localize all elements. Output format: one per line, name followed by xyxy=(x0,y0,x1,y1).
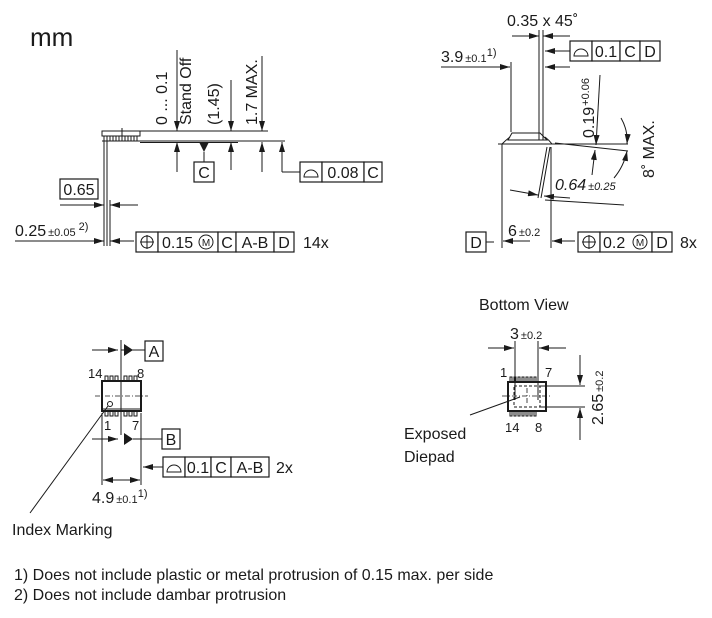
bottom-pins-upper xyxy=(509,376,537,382)
svg-text:7: 7 xyxy=(132,418,139,433)
footnotes: 1) Does not include plastic or metal pro… xyxy=(14,567,493,604)
lead-angle: 8˚ MAX. xyxy=(641,120,658,178)
svg-text:8x: 8x xyxy=(680,235,697,252)
side-body xyxy=(101,130,141,137)
svg-text:M: M xyxy=(202,238,210,249)
datum-b-box xyxy=(161,428,181,450)
svg-text:7: 7 xyxy=(545,365,552,380)
end-view: 0.35 x 45˚ 3.9±0.11) 0.1 C D 0.19+0 xyxy=(441,13,697,253)
svg-text:1: 1 xyxy=(104,418,111,433)
diepad-label: Diepad xyxy=(404,449,455,466)
svg-text:0.1: 0.1 xyxy=(595,44,617,61)
exposed-pad xyxy=(513,385,541,408)
svg-text:14: 14 xyxy=(505,420,519,435)
svg-text:C: C xyxy=(221,235,233,252)
svg-text:D: D xyxy=(656,235,668,252)
unit-label: mm xyxy=(30,22,73,52)
chamfer-dim: 0.35 x 45˚ xyxy=(507,13,578,30)
pitch-box xyxy=(59,178,99,200)
svg-text:14: 14 xyxy=(88,366,102,381)
end-position-frame: 0.2 M D 8x xyxy=(577,231,697,253)
svg-text:0.08: 0.08 xyxy=(327,165,358,182)
pad-height: 2.65±0.2 xyxy=(590,371,607,425)
body-height: (1.45) xyxy=(206,83,223,125)
svg-text:8: 8 xyxy=(137,366,144,381)
bottom-view-title: Bottom View xyxy=(479,297,569,314)
svg-text:A-B: A-B xyxy=(242,235,269,252)
bottom-view: Bottom View 3±0.2 1 7 14 8 2.65±0.2 Expo… xyxy=(404,297,607,466)
top-pins-lower xyxy=(104,411,138,417)
standoff-range: 0 ... 0.1 xyxy=(154,72,171,125)
body-width: 3.9±0.11) xyxy=(441,47,497,66)
note-1: 1) Does not include plastic or metal pro… xyxy=(14,567,493,584)
note-2: 2) Does not include dambar protrusion xyxy=(14,587,286,604)
side-leads xyxy=(102,136,140,142)
top-pins-upper xyxy=(104,375,138,381)
lead-thickness: 0.19+0.06 xyxy=(580,78,598,138)
svg-text:0.2: 0.2 xyxy=(603,235,625,252)
pad-width: 3±0.2 xyxy=(510,326,542,343)
index-mark xyxy=(107,401,113,407)
svg-text:D: D xyxy=(644,44,656,61)
top-view: A 14 8 1 7 B 0.1 C A-B 2x xyxy=(12,340,293,539)
svg-text:8: 8 xyxy=(535,420,542,435)
svg-text:0.15: 0.15 xyxy=(162,235,193,252)
svg-text:A: A xyxy=(149,344,160,361)
datum-c-box xyxy=(193,161,215,183)
max-height: 1.7 MAX. xyxy=(244,59,261,125)
coplanarity-frame: 0.08 C xyxy=(299,161,383,183)
bottom-body xyxy=(507,381,547,412)
standoff-label: Stand Off xyxy=(178,57,195,125)
svg-text:A-B: A-B xyxy=(237,460,264,477)
svg-text:D: D xyxy=(470,235,482,252)
svg-text:C: C xyxy=(215,460,227,477)
svg-text:M: M xyxy=(636,238,644,249)
svg-text:1: 1 xyxy=(500,365,507,380)
svg-text:0.1: 0.1 xyxy=(187,460,209,477)
profile-icon xyxy=(303,169,319,178)
top-profile-frame: 0.1 C A-B 2x xyxy=(162,456,293,478)
index-marking-label: Index Marking xyxy=(12,522,113,539)
end-body xyxy=(507,132,549,141)
side-position-frame: 0.15 M C A-B D 14x xyxy=(135,231,329,253)
body-length: 4.9±0.11) xyxy=(92,488,148,507)
svg-text:C: C xyxy=(367,165,379,182)
pitch-value: 0.65 xyxy=(63,182,94,199)
side-view: 0 ... 0.1 Stand Off (1.45) 1.7 MAX. C 0.… xyxy=(15,50,383,253)
datum-a-box xyxy=(144,340,164,362)
svg-text:C: C xyxy=(198,165,210,182)
overall-width: 6±0.2 xyxy=(508,223,540,240)
profile-icon xyxy=(166,464,182,473)
profile-icon xyxy=(573,48,589,57)
svg-text:C: C xyxy=(624,44,636,61)
bottom-pins-lower xyxy=(509,411,537,417)
foot-length: 0.64±0.25 xyxy=(555,177,616,194)
end-profile-frame: 0.1 C D xyxy=(569,40,661,62)
svg-text:2x: 2x xyxy=(276,460,293,477)
mmc-icon xyxy=(198,234,214,250)
exposed-label: Exposed xyxy=(404,426,466,443)
svg-text:D: D xyxy=(278,235,290,252)
svg-text:B: B xyxy=(166,432,177,449)
mmc-icon xyxy=(632,234,648,250)
svg-text:14x: 14x xyxy=(303,235,329,252)
